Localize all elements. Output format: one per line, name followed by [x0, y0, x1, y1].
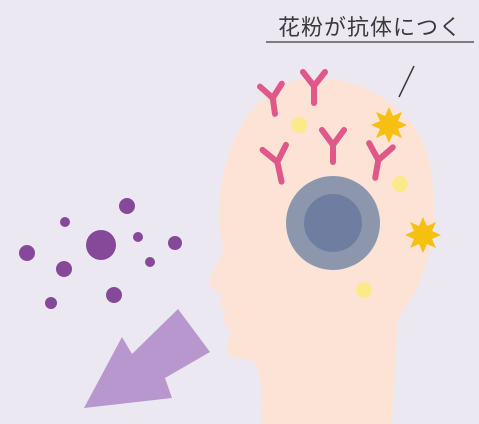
- antibody-icon: [257, 80, 285, 117]
- pollen-dot-icon: [356, 282, 372, 298]
- callout-pointer: [398, 65, 415, 98]
- airborne-pollen-icon: [60, 217, 70, 227]
- spiky-pollen-group: [371, 107, 441, 253]
- antibody-icon: [319, 127, 347, 165]
- airborne-pollen-icon: [106, 287, 122, 303]
- pollen-dot-icon: [392, 176, 408, 192]
- pollen-spiky-icon: [405, 217, 441, 253]
- antibody-icon: [366, 140, 396, 181]
- airborne-pollen-icon: [168, 236, 182, 250]
- airborne-pollen-icon: [133, 232, 143, 242]
- airborne-pollen-icon: [86, 230, 116, 260]
- pollen-dot-icon: [291, 117, 307, 133]
- airborne-pollen-icon: [145, 257, 155, 267]
- airborne-pollen-icon: [19, 245, 35, 261]
- airborne-pollen-icon: [119, 198, 135, 214]
- antibody-icon: [259, 141, 289, 185]
- airborne-pollen-icon: [45, 297, 57, 309]
- immune-cell-nucleus: [304, 194, 362, 252]
- inhale-arrow-icon: [84, 309, 210, 408]
- airborne-pollen-icon: [56, 261, 72, 277]
- pollen-spiky-icon: [371, 107, 407, 143]
- antibody-icon: [300, 69, 328, 106]
- callout-label: 花粉が抗体につく: [277, 16, 462, 41]
